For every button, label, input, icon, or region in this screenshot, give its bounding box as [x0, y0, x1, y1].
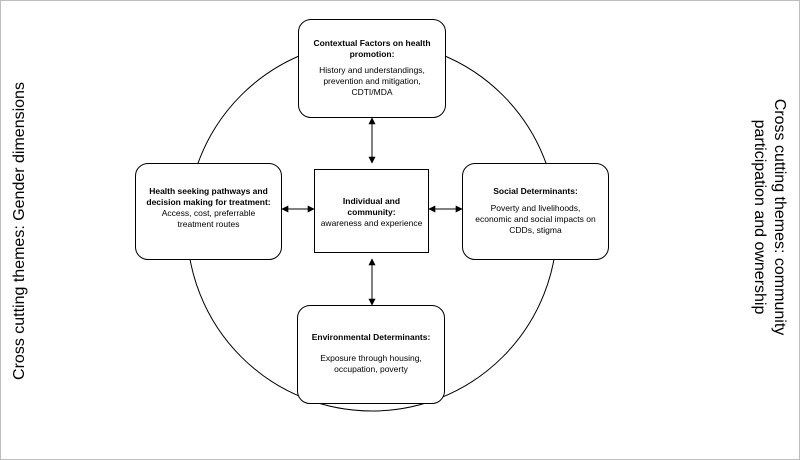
right-box: Social Determinants: Poverty and livelih…: [462, 163, 609, 260]
right-box-title: Social Determinants:: [493, 186, 578, 196]
bottom-box-title: Environmental Determinants:: [311, 332, 431, 342]
center-box-body: awareness and experience: [320, 218, 423, 228]
top-box-title: Contextual Factors on health promotion:: [313, 38, 431, 59]
top-box-body: History and understandings, prevention a…: [319, 65, 425, 97]
top-box: Contextual Factors on health promotion: …: [298, 19, 446, 118]
right-theme-line-2: participation and ownership: [751, 119, 768, 315]
left-box-title: Health seeking pathways and decision mak…: [146, 186, 271, 207]
center-box-title: Individual and community:: [342, 196, 401, 217]
right-box-body: Poverty and livelihoods, economic and so…: [475, 203, 596, 235]
bottom-box-body: Exposure through housing, occupation, po…: [320, 353, 422, 374]
center-box: Individual and community: awareness and …: [314, 169, 429, 253]
left-box: Health seeking pathways and decision mak…: [135, 163, 282, 260]
right-theme-line-1: Cross cutting themes: community: [771, 98, 788, 336]
left-box-body: Access, cost, preferrable treatment rout…: [161, 208, 256, 229]
left-theme-label: Cross cutting themes: Gender dimensions: [11, 82, 28, 380]
right-theme-label: Cross cutting themes: community particip…: [749, 99, 789, 336]
bottom-box: Environmental Determinants: Exposure thr…: [297, 305, 445, 404]
